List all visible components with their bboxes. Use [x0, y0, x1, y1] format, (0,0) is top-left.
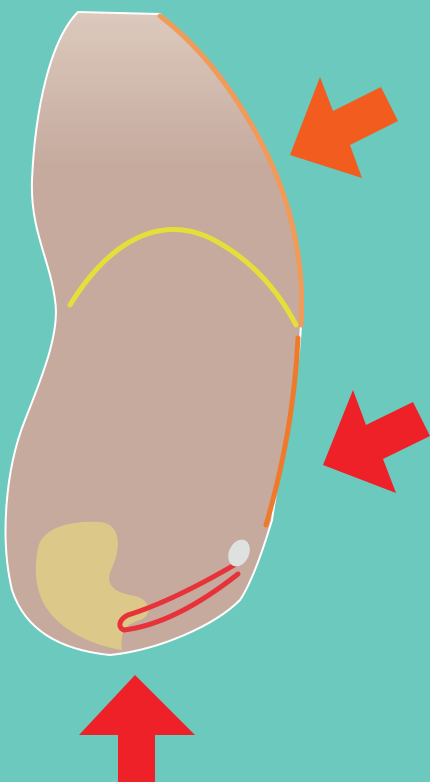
- arrow-up-icon: [79, 675, 195, 782]
- arrow-down-left-icon: [290, 77, 398, 178]
- arrow-down-left-icon: [323, 390, 430, 493]
